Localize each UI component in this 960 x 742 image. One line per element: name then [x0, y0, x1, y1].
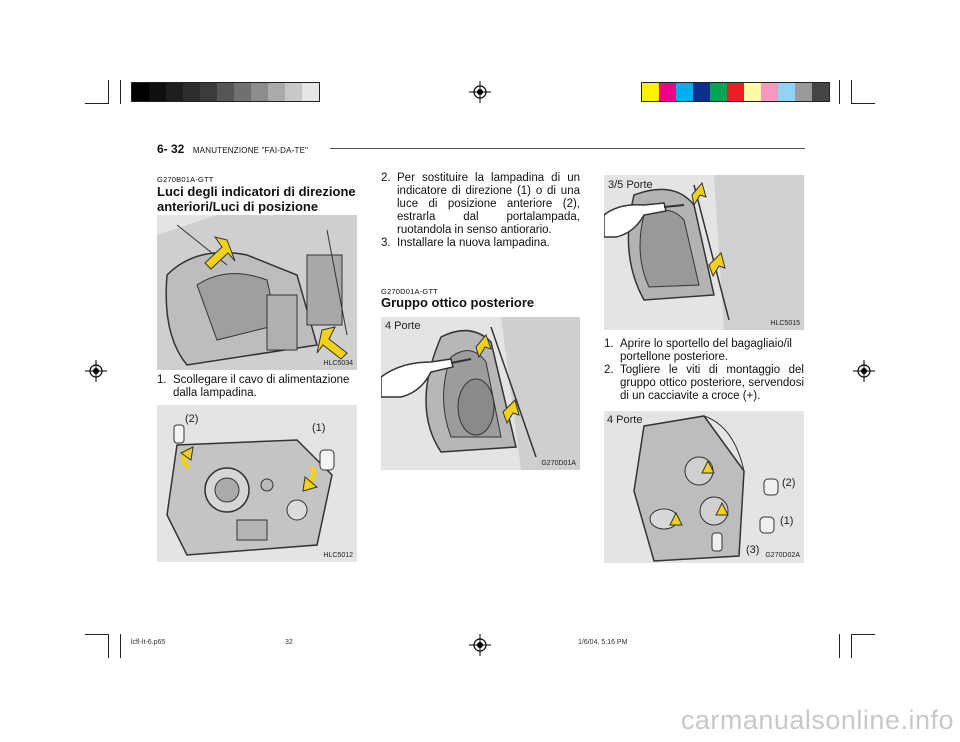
figure-code: HLC5034 [323, 360, 353, 367]
registration-mark [469, 634, 491, 656]
registration-mark [85, 360, 107, 382]
step-number: 3. [381, 237, 391, 249]
step-item: 3. Installare la nuova lampadina. [381, 237, 580, 250]
step-number: 1. [604, 338, 614, 350]
crop-mark [839, 634, 840, 658]
crop-mark [851, 634, 852, 658]
crop-mark [839, 80, 840, 104]
step-text: Scollegare il cavo di alimentazione dall… [173, 374, 350, 399]
figure-code: HLC5012 [323, 552, 353, 559]
step-item: 1. Aprire lo sportello del bagagliaio/il… [604, 338, 804, 364]
section-code: G270D01A-GTT [381, 287, 439, 296]
section-heading: Luci degli indicatori di direzione anter… [157, 184, 356, 214]
figure-front-headlamp: HLC5034 [157, 215, 357, 370]
figure-label: 4 Porte [607, 414, 643, 426]
step-text: Per sostituire la lampadina di un indica… [397, 172, 580, 236]
crop-mark [851, 103, 875, 104]
step-number: 1. [157, 374, 167, 386]
crop-mark [120, 80, 121, 104]
figure-code: G270D01A [541, 460, 576, 467]
figure-label: 3/5 Porte [608, 179, 653, 191]
figure-bulb-holders: (2) (1) HLC5012 [157, 405, 357, 562]
figure-rear-lamp-3-5door: 3/5 Porte HLC5015 [604, 175, 804, 330]
footer-page: 32 [285, 639, 293, 646]
grayscale-bar [131, 82, 320, 102]
callout-label-2: (2) [185, 413, 199, 425]
watermark: carmanualsonline.info [680, 705, 954, 735]
figure-code: HLC5015 [770, 320, 800, 327]
crop-mark [851, 80, 852, 104]
section-heading: Gruppo ottico posteriore [381, 295, 535, 310]
step-list: 1. Scollegare il cavo di alimentazione d… [157, 374, 357, 400]
crop-mark [85, 634, 109, 635]
crop-mark [120, 634, 121, 658]
step-number: 2. [381, 172, 391, 184]
section-code: G270B01A-GTT [157, 175, 214, 184]
crop-mark [108, 80, 109, 104]
callout-label-1: (1) [312, 422, 326, 434]
registration-mark [853, 360, 875, 382]
section-title: MANUTENZIONE "FAI-DA-TE" [192, 146, 309, 155]
figure-label: 4 Porte [385, 320, 421, 332]
crop-mark [85, 103, 109, 104]
step-list: 1. Aprire lo sportello del bagagliaio/il… [604, 338, 804, 403]
figure-rear-lamp-4door: 4 Porte G270D01A [381, 317, 580, 470]
figure-code: G270D02A [765, 552, 800, 559]
step-item: 1. Scollegare il cavo di alimentazione d… [157, 374, 357, 400]
footer-date: 1/6/04, 5:16 PM [578, 639, 628, 646]
header-rule [330, 148, 805, 149]
crop-mark [108, 634, 109, 658]
crop-mark [851, 634, 875, 635]
color-bar [641, 82, 830, 102]
step-text: Togliere le viti di montaggio del gruppo… [620, 364, 804, 402]
registration-mark [469, 81, 491, 103]
step-number: 2. [604, 364, 614, 376]
step-text: Aprire lo sportello del bagagliaio/il po… [620, 338, 792, 363]
figure-rear-lamp-bulbs: 4 Porte (2) (1) (3) G270D02A [604, 411, 804, 563]
callout-label-3: (3) [746, 544, 760, 556]
callout-label-1: (1) [780, 515, 794, 527]
step-item: 2. Togliere le viti di montaggio del gru… [604, 364, 804, 403]
page-header: 6- 32 MANUTENZIONE "FAI-DA-TE" [157, 140, 308, 158]
callout-label-2: (2) [782, 477, 796, 489]
footer-filename: lcfl-lt-6.p65 [131, 639, 166, 646]
step-item: 2. Per sostituire la lampadina di un ind… [381, 172, 580, 237]
step-list: 2. Per sostituire la lampadina di un ind… [381, 172, 580, 250]
step-text: Installare la nuova lampadina. [397, 237, 550, 249]
page-number: 6- 32 [157, 142, 185, 156]
